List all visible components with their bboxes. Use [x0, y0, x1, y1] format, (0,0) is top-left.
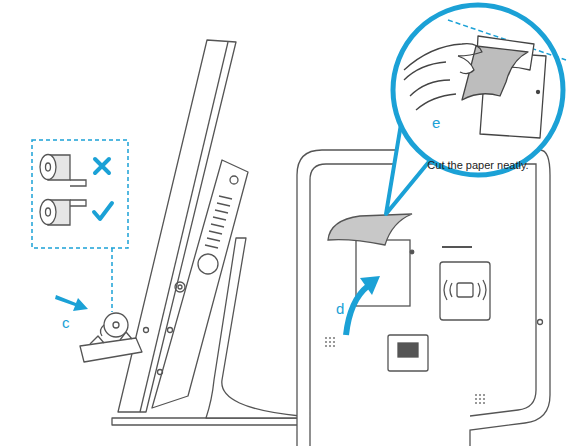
screw [168, 328, 173, 333]
zoom-circle: eCut the paper neatly. [390, 2, 566, 178]
kiosk-bezel [310, 164, 536, 446]
nfc-icon [457, 283, 473, 297]
indicator [410, 250, 414, 254]
screw [178, 285, 182, 289]
roll-wrong-core [46, 163, 51, 171]
port [198, 254, 218, 274]
roll-right-core [46, 208, 51, 216]
paper-curl [328, 214, 412, 245]
panel-edge [140, 42, 228, 412]
roll-right-paper [70, 200, 86, 206]
roll-right-end [40, 200, 56, 225]
paper-tray [80, 338, 142, 362]
screen-panel [118, 40, 236, 412]
dashed-box [32, 140, 128, 248]
nfc-waves [444, 280, 486, 300]
callout-letter: d [336, 300, 344, 317]
scan-button [398, 343, 418, 357]
insert-arrow [55, 295, 88, 311]
button [230, 176, 238, 184]
zoom-circle-border [393, 5, 563, 175]
slot [442, 246, 472, 248]
cross-mark [95, 159, 109, 173]
callout-letter: e [432, 114, 440, 131]
feed-arrow-head [360, 276, 380, 295]
check-mark [94, 203, 112, 219]
screw [158, 370, 163, 375]
nfc-reader [440, 262, 490, 320]
scan-window [388, 335, 428, 371]
base-plate [112, 418, 300, 425]
vents [205, 196, 232, 248]
roll-core [113, 322, 119, 328]
screw [175, 282, 185, 292]
speaker-grille [325, 337, 485, 404]
roll-wrong-paper [70, 180, 86, 186]
paper-roll [104, 313, 128, 337]
feed-arrow [346, 286, 368, 335]
kiosk-front [297, 150, 550, 446]
caption-text: Cut the paper neatly. [390, 159, 566, 171]
side-screw [538, 320, 543, 325]
roll-paper [100, 325, 104, 336]
roll-wrong-end [40, 155, 56, 180]
zoom-circle-outline [390, 2, 566, 178]
callout-letter: c [62, 314, 70, 331]
paper-sheet [356, 240, 410, 306]
screw [144, 328, 149, 333]
leader-line [111, 248, 113, 312]
